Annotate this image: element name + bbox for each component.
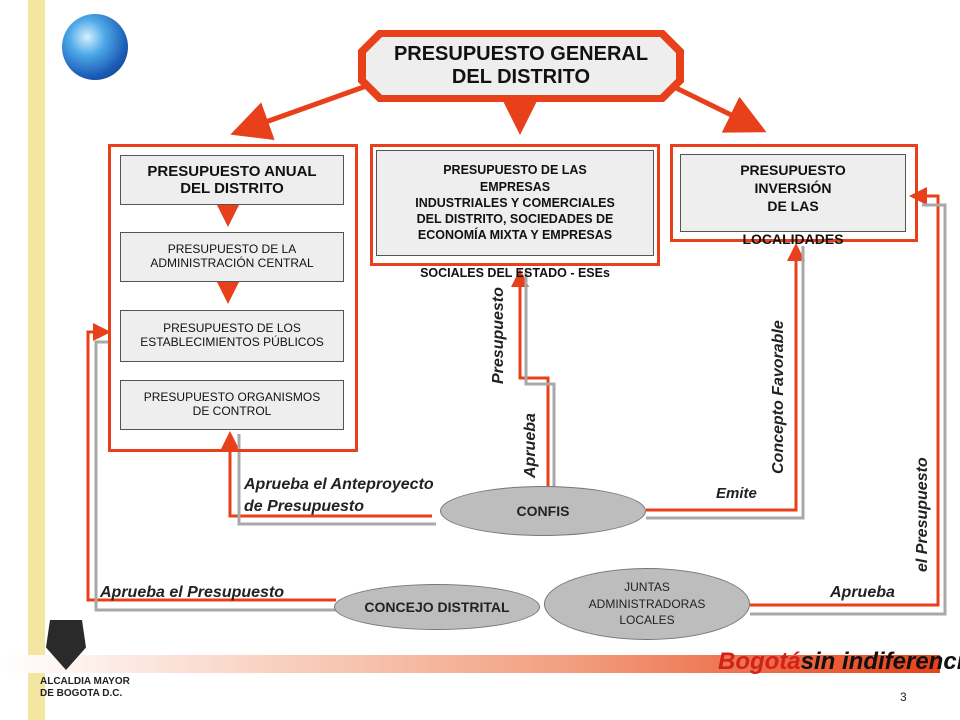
anual-title-line2: DEL DISTRITO [180,180,284,197]
localidades-line3: DE LAS [767,198,819,215]
control-line1: PRESUPUESTO ORGANISMOS [143,390,321,405]
localidades-line2: INVERSIÓN [754,180,832,197]
localidades-line4: LOCALIDADES [742,231,844,247]
confis-to-localidades-red [646,243,805,512]
concejo-to-anual-red [86,323,336,602]
label-aprueba-right: Aprueba [830,584,895,601]
admin-line1: PRESUPUESTO DE LA [167,242,297,257]
anual-frame [108,144,358,452]
label-aprueba-presupuesto: Aprueba el Presupuesto [100,584,285,601]
anual-title-box: PRESUPUESTO ANUAL DEL DISTRITO [120,155,344,205]
alcaldia-text: ALCALDIA MAYOR DE BOGOTA D.C. [40,676,130,699]
empresas-line1: PRESUPUESTO DE LAS [443,163,587,178]
concejo-node: CONCEJO DISTRITAL [334,584,540,630]
admin-central-box: PRESUPUESTO DE LA ADMINISTRACIÓN CENTRAL [120,232,344,282]
juntas-line1: JUNTAS [624,579,670,594]
juntas-to-localidades-gray [750,203,947,616]
confis-to-localidades-gray [646,246,805,520]
juntas-to-localidades-red [750,187,940,607]
confis-node: CONFIS [440,486,646,536]
brand-sin-indiferencia: sin indiferencia [800,648,960,675]
confis-to-anual-red [221,431,432,518]
control-line2: DE CONTROL [192,404,272,418]
alcaldia-line2: DE BOGOTA D.C. [40,687,123,699]
localidades-frame [670,144,918,242]
control-box: PRESUPUESTO ORGANISMOS DE CONTROL [120,380,344,430]
main-title-line2: DEL DISTRITO [451,66,591,88]
estab-line1: PRESUPUESTO DE LOS [163,321,301,336]
empresas-line6: SOCIALES DEL ESTADO - ESEs [420,266,610,280]
label-concepto-favorable: Concepto Favorable [770,320,787,474]
juntas-node: JUNTAS ADMINISTRADORAS LOCALES [544,568,750,640]
concejo-label: CONCEJO DISTRITAL [364,599,510,615]
label-aprueba-vertical: Aprueba [522,413,539,478]
empresas-line5: ECONOMÍA MIXTA Y EMPRESAS [417,228,613,243]
anual-title-line1: PRESUPUESTO ANUAL [147,162,317,180]
empresas-line2: EMPRESAS [479,179,551,194]
main-title-line1: PRESUPUESTO GENERAL [393,43,649,65]
label-anteproyecto-2: de Presupuesto [244,498,365,515]
confis-to-empresas-red [511,269,550,492]
concejo-to-anual-gray [94,340,340,612]
footer-band [0,655,940,673]
juntas-line3: LOCALES [619,613,675,628]
label-el-presupuesto: el Presupuesto [914,457,931,572]
label-emite: Emite [716,485,757,502]
arrow-to-localidades [666,81,767,133]
brand-logo: Bogotásin indiferencia [718,648,960,676]
estab-line2: ESTABLECIMIENTOS PÚBLICOS [140,335,324,349]
admin-line2: ADMINISTRACIÓN CENTRAL [150,256,314,270]
confis-label: CONFIS [516,503,570,519]
localidades-box: PRESUPUESTO INVERSIÓN DE LAS [680,154,906,232]
side-bar [28,0,45,720]
confis-to-empresas-gray [524,272,556,492]
arrow-to-anual [230,81,373,141]
juntas-line2: ADMINISTRADORAS [588,596,706,611]
page-number: 3 [900,690,907,704]
alcaldia-line1: ALCALDIA MAYOR [40,676,130,687]
empresas-line3: INDUSTRIALES Y COMERCIALES [415,195,615,210]
globe-icon [62,14,128,80]
localidades-line1: PRESUPUESTO [740,162,846,178]
empresas-line4: DEL DISTRITO, SOCIEDADES DE [416,212,614,227]
brand-bogota: Bogotá [718,648,801,675]
label-presupuesto: Presupuesto [490,287,507,384]
empresas-frame [370,144,660,266]
label-anteproyecto-1: Aprueba el Anteproyecto [244,476,434,493]
establecimientos-box: PRESUPUESTO DE LOS ESTABLECIMIENTOS PÚBL… [120,310,344,362]
main-title: PRESUPUESTO GENERAL DEL DISTRITO [366,37,676,95]
confis-to-anual-gray [237,434,436,526]
empresas-box: PRESUPUESTO DE LAS EMPRESAS INDUSTRIALES… [376,150,654,256]
